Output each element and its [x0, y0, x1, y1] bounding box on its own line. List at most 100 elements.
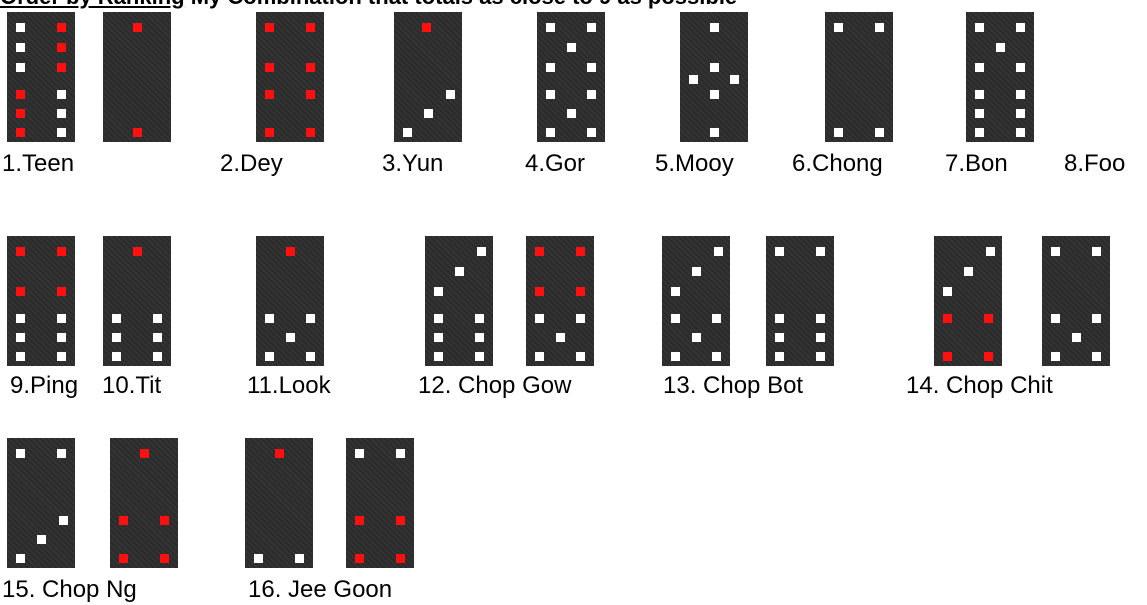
red-pip [265, 23, 274, 32]
white-pip [16, 23, 25, 32]
white-pip [775, 247, 784, 256]
domino-tile-teen-b [103, 12, 171, 142]
white-pip [816, 314, 825, 323]
white-pip [475, 314, 484, 323]
white-pip [57, 333, 66, 342]
white-pip [434, 352, 443, 361]
domino-tile-yun [394, 12, 462, 142]
page-header: Order by Ranking My Combination that tot… [0, 0, 1147, 8]
red-pip [265, 128, 274, 137]
white-pip [671, 287, 680, 296]
red-pip [535, 247, 544, 256]
white-pip [875, 128, 884, 137]
domino-tile-look [256, 236, 324, 366]
white-pip [975, 63, 984, 72]
label-tit: 10.Tit [102, 372, 161, 400]
white-pip [816, 247, 825, 256]
white-pip [1092, 352, 1101, 361]
white-pip [16, 333, 25, 342]
white-pip [587, 128, 596, 137]
white-pip [692, 333, 701, 342]
domino-tile-mooy [680, 12, 748, 142]
red-pip [16, 90, 25, 99]
domino-tile-bot-b [766, 236, 834, 366]
white-pip [986, 247, 995, 256]
red-pip [57, 287, 66, 296]
red-pip [396, 554, 405, 563]
white-pip [576, 314, 585, 323]
red-pip [133, 23, 142, 32]
white-pip [587, 23, 596, 32]
white-pip [710, 90, 719, 99]
domino-tile-ng-b [110, 438, 178, 568]
domino-tile-tit [103, 236, 171, 366]
header-ranking: Order by Ranking [0, 0, 185, 9]
white-pip [546, 23, 555, 32]
red-pip [576, 287, 585, 296]
white-pip [576, 352, 585, 361]
white-pip [112, 352, 121, 361]
label-chop-chit: 14. Chop Chit [906, 372, 1053, 400]
white-pip [689, 75, 698, 84]
white-pip [306, 352, 315, 361]
white-pip [1092, 247, 1101, 256]
red-pip [535, 287, 544, 296]
white-pip [112, 314, 121, 323]
white-pip [57, 109, 66, 118]
white-pip [535, 314, 544, 323]
white-pip [730, 75, 739, 84]
label-foo: 8.Foo [1064, 150, 1125, 178]
label-chong: 6.Chong [792, 150, 883, 178]
white-pip [295, 554, 304, 563]
red-pip [984, 352, 993, 361]
white-pip [710, 23, 719, 32]
label-bon: 7.Bon [945, 150, 1008, 178]
white-pip [714, 247, 723, 256]
domino-tile-dey [256, 12, 324, 142]
white-pip [265, 314, 274, 323]
red-pip [265, 63, 274, 72]
white-pip [475, 333, 484, 342]
white-pip [1051, 314, 1060, 323]
white-pip [775, 333, 784, 342]
white-pip [16, 314, 25, 323]
domino-tile-bot-a [662, 236, 730, 366]
white-pip [775, 352, 784, 361]
white-pip [16, 554, 25, 563]
domino-tile-goon-a [245, 438, 313, 568]
white-pip [710, 128, 719, 137]
white-pip [671, 352, 680, 361]
label-teen: 1.Teen [2, 150, 74, 178]
white-pip [254, 554, 263, 563]
red-pip [16, 247, 25, 256]
white-pip [57, 314, 66, 323]
domino-tile-chong [825, 12, 893, 142]
red-pip [943, 314, 952, 323]
white-pip [1051, 352, 1060, 361]
white-pip [1016, 90, 1025, 99]
red-pip [119, 516, 128, 525]
white-pip [37, 535, 46, 544]
white-pip [306, 314, 315, 323]
domino-tile-goon-b [346, 438, 414, 568]
white-pip [975, 109, 984, 118]
white-pip [403, 128, 412, 137]
red-pip [355, 516, 364, 525]
white-pip [477, 247, 486, 256]
red-pip [57, 43, 66, 52]
label-dey: 2.Dey [220, 150, 283, 178]
white-pip [16, 43, 25, 52]
domino-tile-gor [537, 12, 605, 142]
red-pip [57, 23, 66, 32]
white-pip [556, 333, 565, 342]
white-pip [943, 287, 952, 296]
white-pip [59, 516, 68, 525]
white-pip [834, 23, 843, 32]
white-pip [587, 90, 596, 99]
white-pip [434, 287, 443, 296]
white-pip [424, 109, 433, 118]
white-pip [1016, 109, 1025, 118]
white-pip [265, 352, 274, 361]
domino-tile-chit-b [1042, 236, 1110, 366]
white-pip [16, 63, 25, 72]
